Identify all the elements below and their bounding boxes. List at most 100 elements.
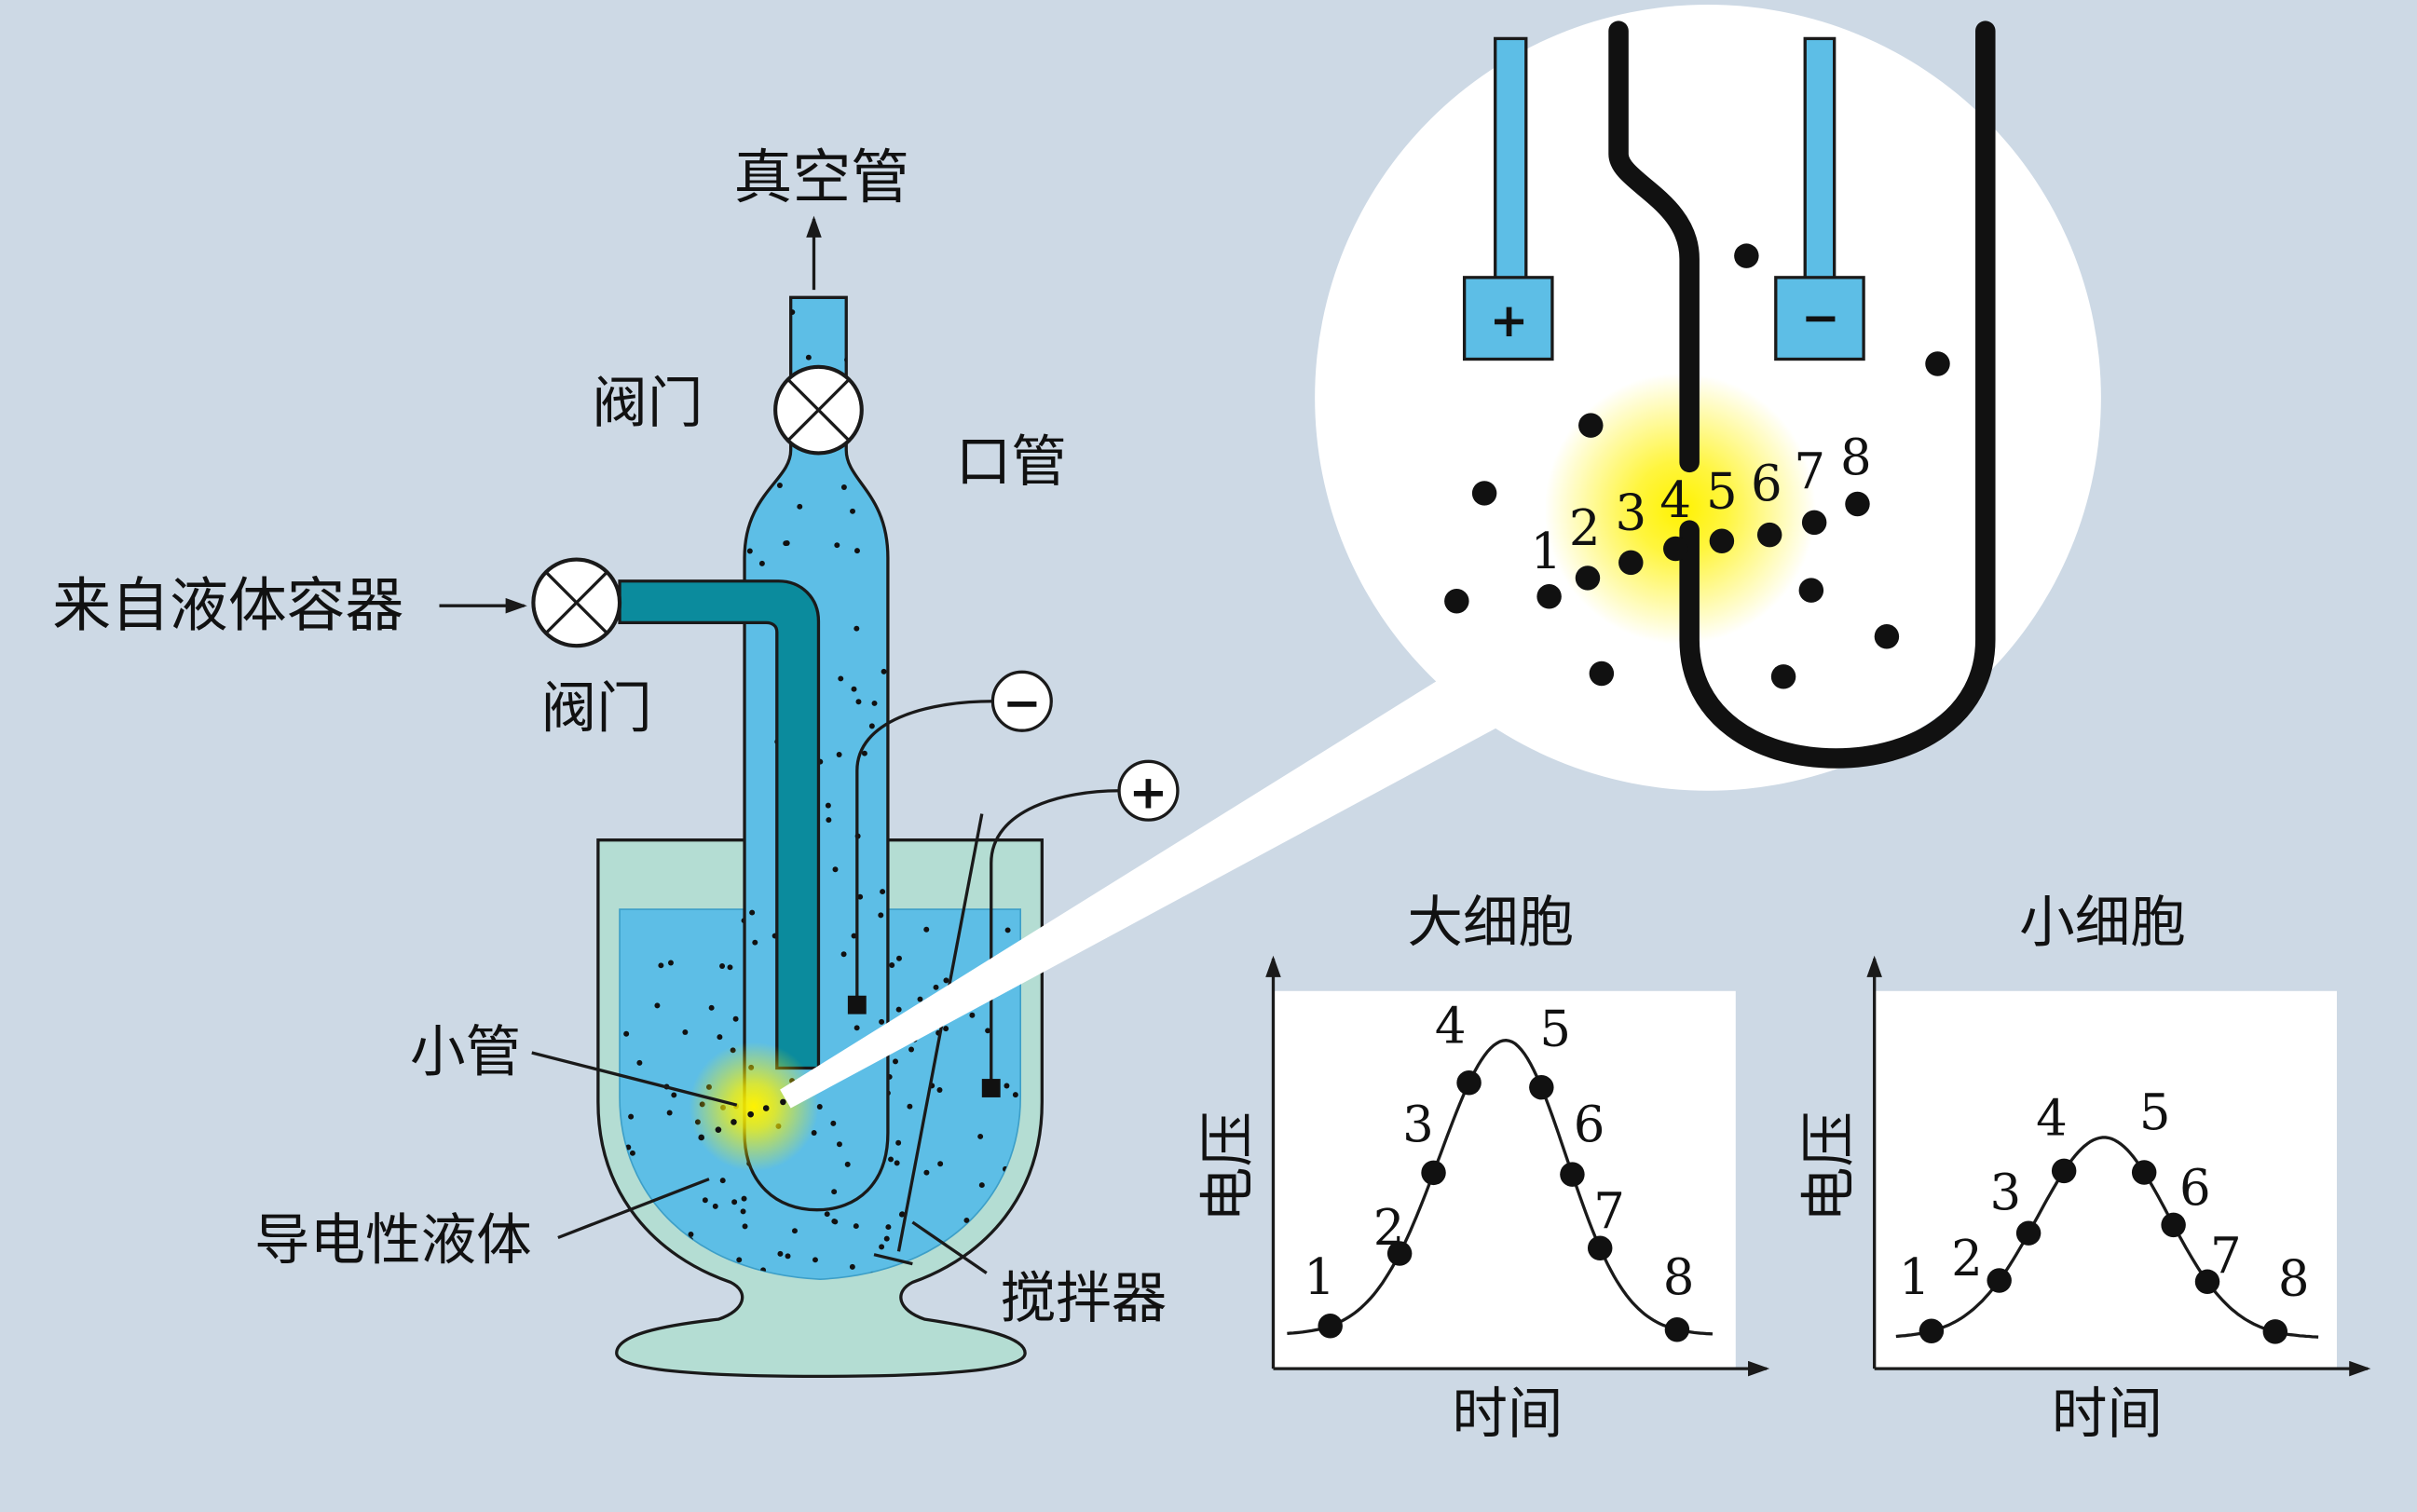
particle — [731, 1199, 738, 1206]
positive-electrode-sign: + — [1490, 293, 1529, 347]
particle-label-7: 7 — [1794, 443, 1825, 500]
particle — [881, 668, 887, 674]
particle — [840, 484, 847, 490]
data-point-1 — [1919, 1318, 1945, 1343]
stirrer-leader — [911, 1220, 988, 1274]
point-label-1: 1 — [1899, 1249, 1931, 1306]
particle — [878, 912, 884, 919]
electrode-plate — [1462, 276, 1554, 361]
y-axis-label: 电压 — [1196, 1111, 1261, 1222]
particle — [717, 1034, 723, 1041]
aperture-glow — [689, 1042, 819, 1172]
point-label-8: 8 — [1663, 1249, 1695, 1306]
top-valve-label: 阀门 — [592, 372, 703, 436]
particle — [825, 802, 831, 809]
particle — [836, 1141, 842, 1148]
electrode-rod — [1803, 36, 1837, 282]
particle — [899, 1211, 906, 1218]
particle — [831, 1189, 838, 1195]
tracked-particle-1 — [1536, 584, 1562, 609]
data-point-4 — [1456, 1069, 1482, 1096]
tracked-particle-5 — [1709, 528, 1735, 553]
particle — [789, 309, 796, 316]
particle — [893, 1058, 898, 1065]
particle — [783, 540, 789, 547]
data-point-8 — [1664, 1317, 1690, 1342]
data-point-2 — [1386, 1241, 1413, 1266]
particle — [667, 960, 674, 966]
particle — [936, 1087, 943, 1093]
positive-electrode-tip — [981, 1079, 1001, 1097]
particle — [747, 1110, 754, 1118]
data-point-6 — [2161, 1212, 2186, 1238]
tracked-particle-7 — [1801, 510, 1827, 536]
particle — [855, 699, 862, 705]
conductive-liquid-label: 导电性液体 — [254, 1208, 532, 1273]
data-point-3 — [1421, 1160, 1446, 1186]
electrode-plate — [1774, 276, 1865, 361]
particle — [836, 752, 842, 757]
particle — [732, 1015, 739, 1022]
stirrer — [873, 813, 984, 1266]
data-points — [1318, 1069, 1690, 1342]
magnifier-beam — [780, 677, 1503, 1109]
negative-electrode: − — [847, 670, 1053, 1015]
particle — [797, 503, 803, 510]
data-point-7 — [2194, 1269, 2220, 1295]
particle — [1471, 481, 1497, 506]
particle — [824, 1211, 830, 1218]
positive-electrode: + — [981, 759, 1180, 1097]
particle — [623, 1030, 630, 1037]
particle — [777, 1250, 784, 1257]
liquid-leader — [557, 1178, 710, 1240]
particle — [812, 1257, 818, 1263]
particle — [937, 1161, 944, 1167]
point-label-5: 5 — [1539, 1001, 1571, 1058]
data-point-7 — [1587, 1235, 1613, 1260]
particle — [917, 996, 923, 1002]
particle — [731, 1119, 737, 1125]
particle — [978, 1182, 985, 1189]
particle-label-6: 6 — [1751, 456, 1782, 512]
valve-cross — [786, 377, 851, 443]
particle — [933, 984, 939, 990]
particle — [1734, 243, 1759, 268]
point-label-7: 7 — [1593, 1183, 1625, 1240]
inlet-valve — [531, 557, 622, 648]
particle — [625, 1144, 632, 1151]
point-labels: 1 2 3 4 5 6 7 8 — [1899, 1084, 2310, 1308]
plot-area — [1874, 990, 2337, 1369]
point-label-4: 4 — [2036, 1091, 2068, 1148]
particle — [880, 889, 886, 895]
particle — [851, 686, 857, 692]
particle — [752, 939, 758, 946]
particle — [741, 1195, 747, 1202]
particle — [943, 1026, 949, 1032]
positive-wire — [990, 789, 1120, 1083]
magnified-particles — [1444, 243, 1950, 689]
particle — [805, 354, 812, 361]
mouth-tube-label: 口管 — [956, 430, 1067, 495]
particle-label-4: 4 — [1659, 472, 1691, 529]
particle — [719, 1178, 726, 1184]
particle — [879, 1018, 885, 1025]
plot-large-cells: 大细胞 电压 时间 1 2 3 4 5 6 7 8 — [1196, 891, 1770, 1447]
particle — [851, 933, 857, 939]
top-valve — [773, 364, 864, 456]
particle-label-1: 1 — [1530, 524, 1562, 580]
particle — [977, 1133, 984, 1139]
x-axis-label: 时间 — [2052, 1383, 2163, 1447]
negative-electrode-sign: − — [1801, 291, 1840, 345]
particle — [969, 1012, 976, 1018]
particle — [850, 508, 855, 514]
negative-electrode-tip — [847, 995, 867, 1015]
plot-small-cells: 小细胞 电压 时间 1 2 3 4 5 6 7 8 — [1797, 891, 2371, 1447]
point-label-7: 7 — [2210, 1228, 2242, 1285]
particle — [762, 1105, 770, 1111]
plot-title: 小细胞 — [2019, 891, 2186, 955]
point-label-6: 6 — [2179, 1160, 2211, 1217]
plot-area — [1273, 990, 1736, 1369]
particle — [895, 955, 902, 961]
particle — [963, 1217, 970, 1223]
point-label-3: 3 — [1402, 1097, 1434, 1153]
